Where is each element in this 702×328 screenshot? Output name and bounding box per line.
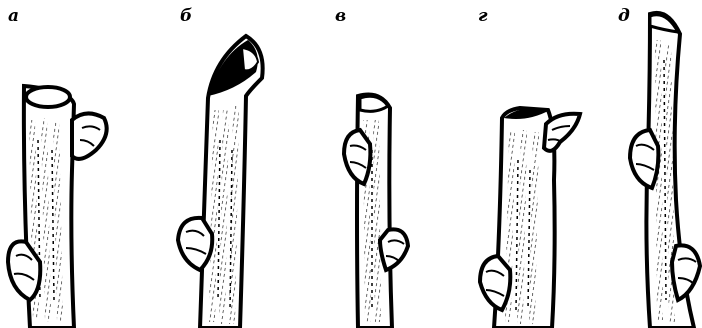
bud-icon: [72, 113, 107, 158]
bud-icon: [480, 256, 510, 310]
bud-icon: [344, 130, 370, 184]
bud-icon: [178, 218, 212, 270]
cutting-b: [178, 36, 263, 328]
bud-icon: [630, 130, 658, 188]
bud-icon: [672, 245, 700, 300]
cutting-v: [344, 95, 408, 328]
cutting-d: [630, 13, 700, 328]
cutting-g: [480, 108, 580, 328]
bud-icon: [380, 229, 408, 270]
cutting-a: [8, 86, 107, 328]
bud-icon: [544, 114, 580, 151]
cut-surface: [26, 87, 70, 107]
